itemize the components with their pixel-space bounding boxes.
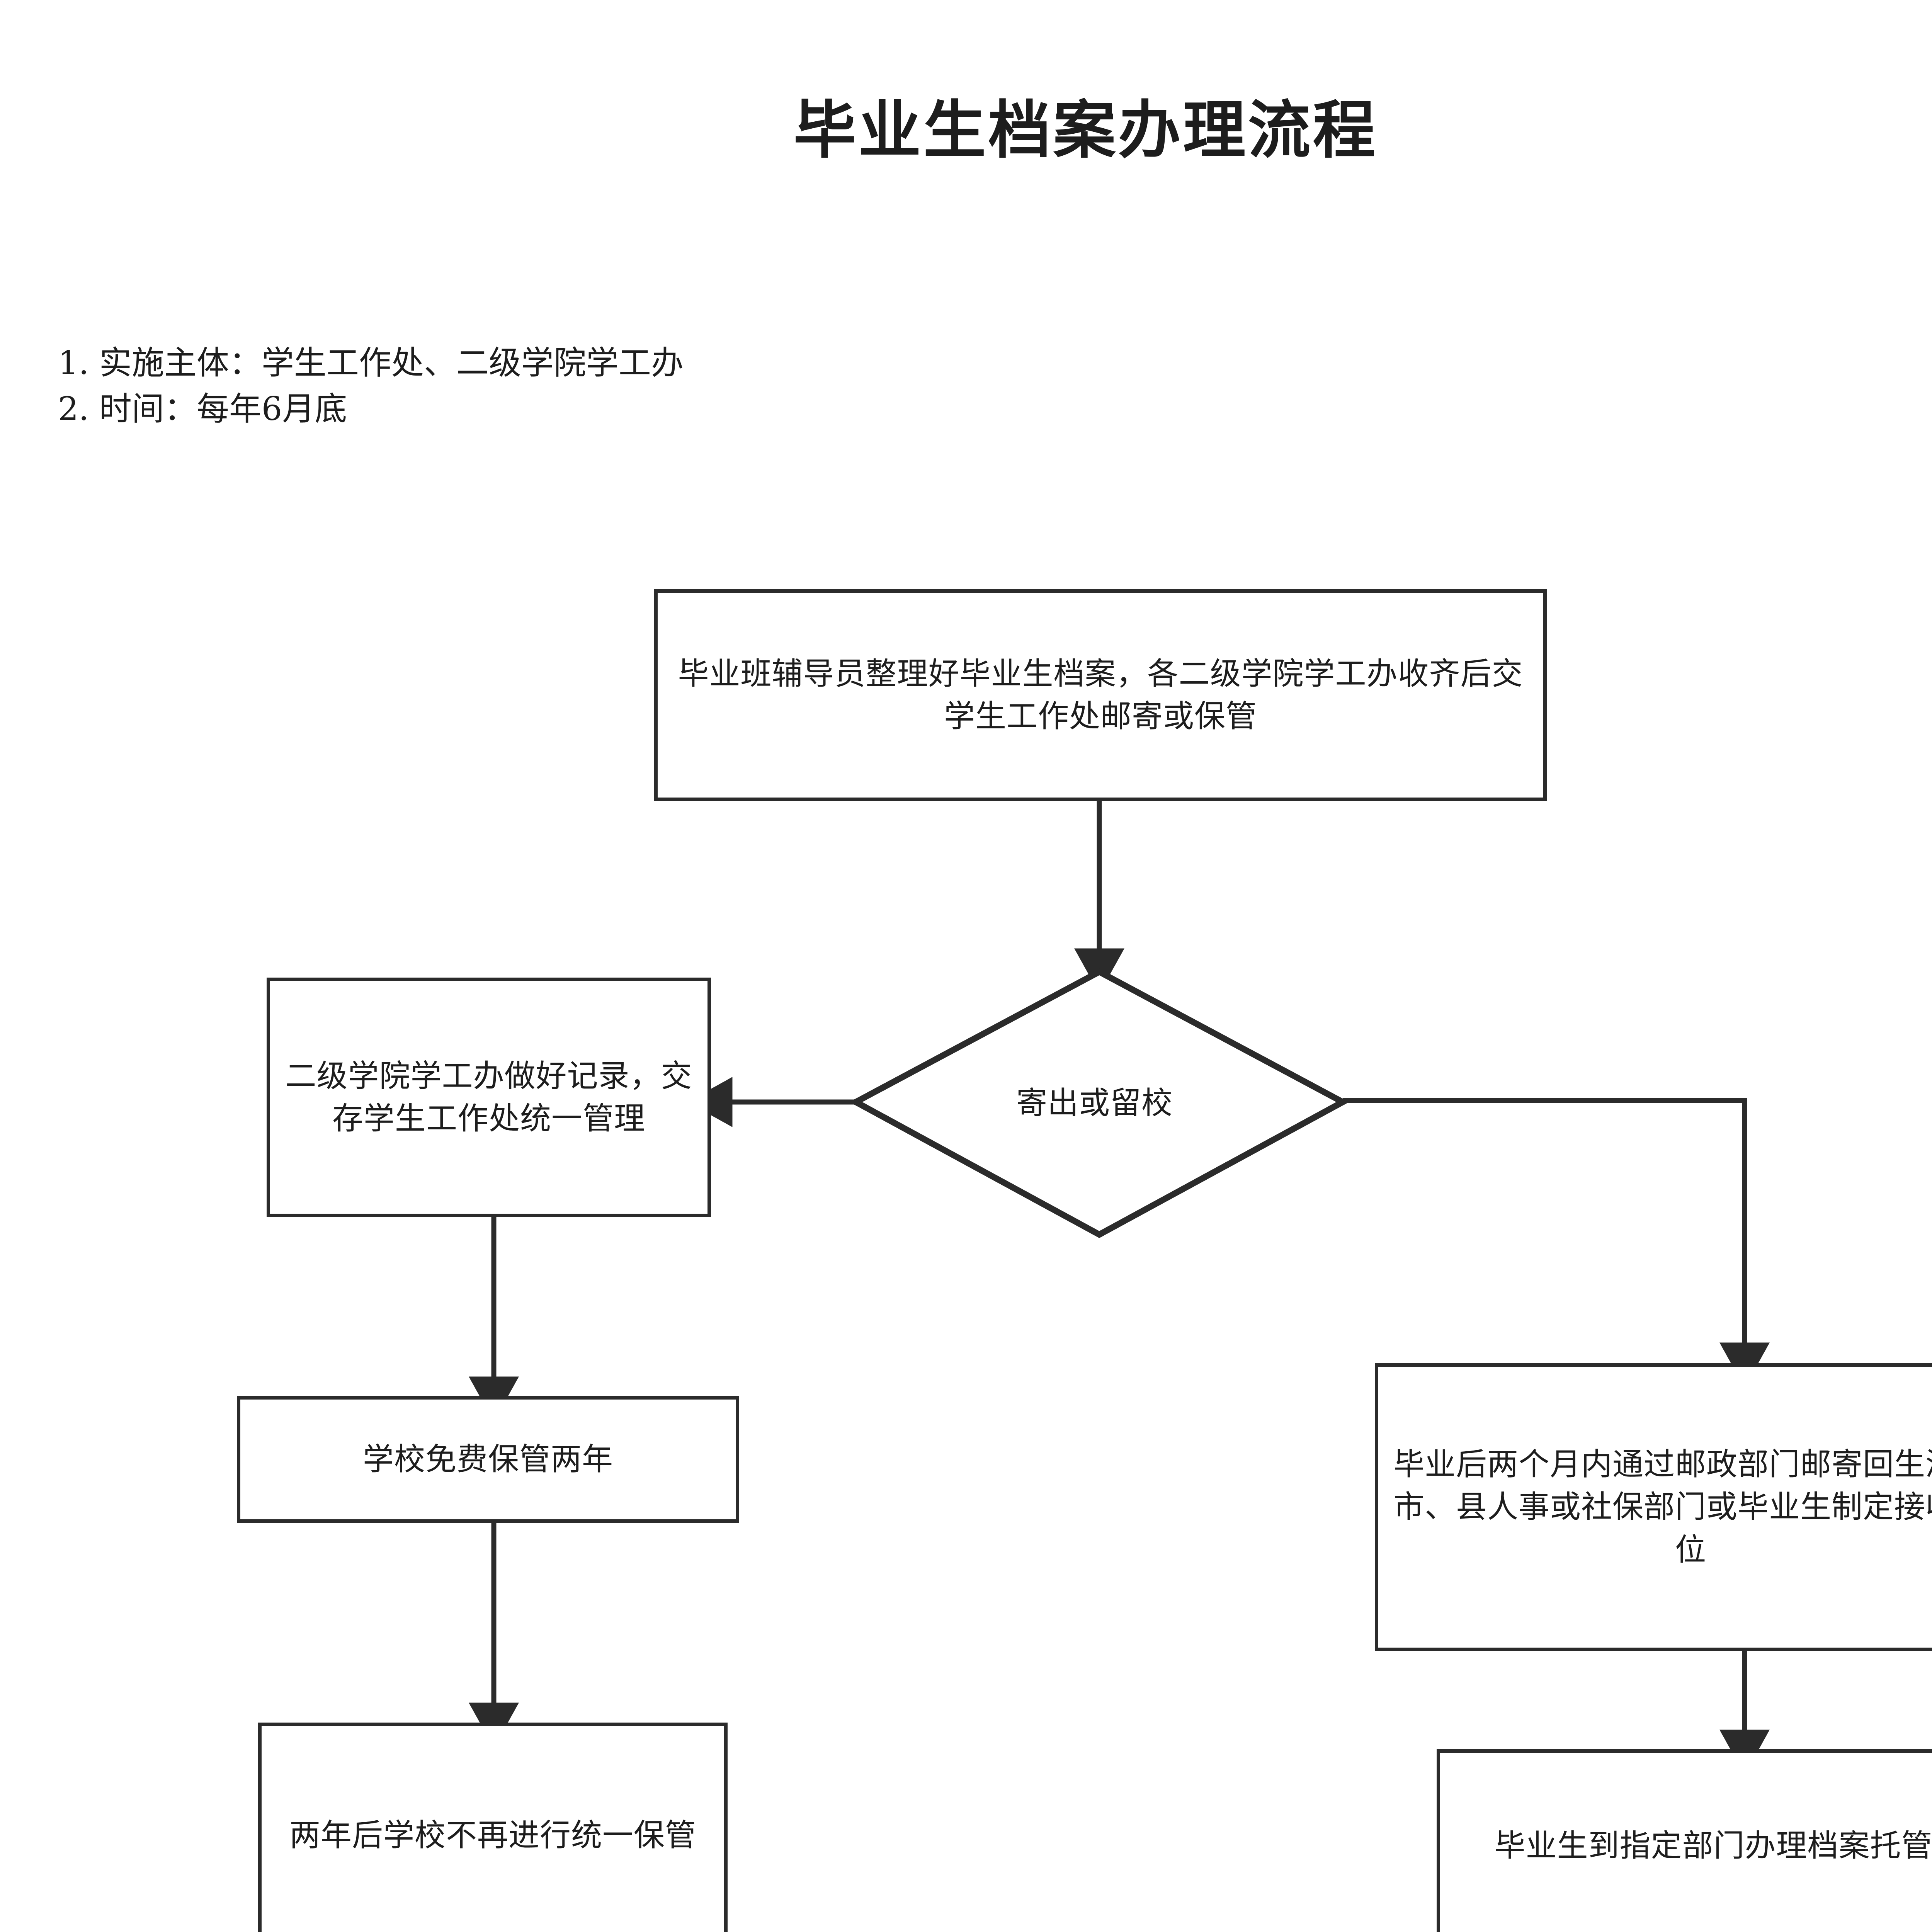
page-title: 毕业生档案办理流程 <box>793 94 1378 167</box>
node-collect-archives: 毕业班辅导员整理好毕业生档案，各二级学院学工办收齐后交学生工作处邮寄或保管 <box>654 589 1547 801</box>
edge-decision-to-mailback <box>1343 1098 1770 1388</box>
node-no-keep-after-two-years-label: 两年后学校不再进行统一保管 <box>289 1817 696 1854</box>
node-no-keep-after-two-years: 两年后学校不再进行统一保管 <box>258 1723 728 1932</box>
note-line-1: 1. 实施主体：学生工作处、二级学院学工办 <box>58 344 684 382</box>
notes-block: 1. 实施主体：学生工作处、二级学院学工办 2. 时间：每年6月底 <box>58 340 684 432</box>
node-decision-mail-or-keep: 寄出或留校 <box>846 970 1343 1236</box>
node-decision-mail-or-keep-label: 寄出或留校 <box>1016 1085 1173 1121</box>
decision-shape <box>849 968 1349 1238</box>
node-record-and-store-label: 二级学院学工办做好记录，交存学生工作处统一管理 <box>285 1058 692 1136</box>
node-free-keep-two-years-label: 学校免费保管两年 <box>363 1441 613 1477</box>
node-graduate-handover-label: 毕业生到指定部门办理档案托管手续 <box>1494 1827 1932 1864</box>
note-line-2: 2. 时间：每年6月底 <box>58 390 347 428</box>
node-collect-archives-label: 毕业班辅导员整理好毕业生档案，各二级学院学工办收齐后交学生工作处邮寄或保管 <box>678 655 1523 734</box>
node-free-keep-two-years: 学校免费保管两年 <box>237 1396 739 1523</box>
node-mail-back-to-origin: 毕业后两个月内通过邮政部门邮寄回生源地市、县人事或社保部门或毕业生制定接收单位 <box>1375 1363 1932 1651</box>
node-record-and-store: 二级学院学工办做好记录，交存学生工作处统一管理 <box>267 978 711 1217</box>
node-mail-back-to-origin-label: 毕业后两个月内通过邮政部门邮寄回生源地市、县人事或社保部门或毕业生制定接收单位 <box>1393 1446 1932 1568</box>
node-graduate-handover: 毕业生到指定部门办理档案托管手续 <box>1437 1749 1932 1932</box>
